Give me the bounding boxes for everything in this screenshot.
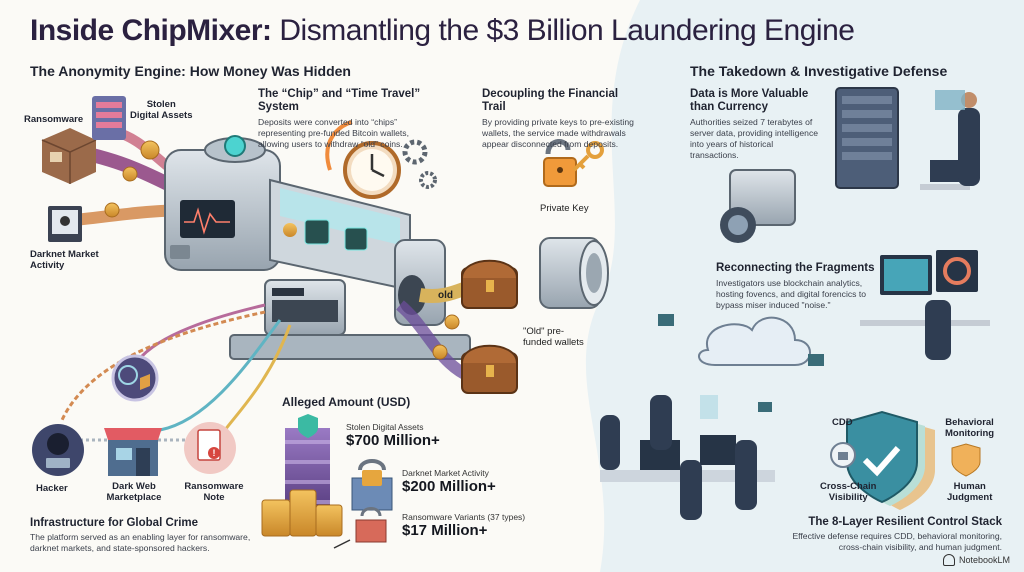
globe-icon <box>111 354 159 402</box>
marketplace-label: Dark Web Marketplace <box>106 481 162 503</box>
cdd-badge-icon <box>830 442 856 468</box>
notebooklm-logo-icon <box>942 554 955 566</box>
reconnecting-heading: Reconnecting the Fragments <box>716 262 875 274</box>
amount-label: Darknet Market Activity <box>402 468 489 478</box>
amount-item-0: Stolen Digital Assets $700 Million+ <box>346 422 440 449</box>
old-wallets-label: "Old" pre- funded wallets <box>523 326 584 349</box>
time-travel-clock-icon <box>325 120 437 199</box>
amount-label: Ransomware Variants (37 types) <box>402 512 526 522</box>
darknet-monitor-icon <box>48 202 120 242</box>
amount-value: $200 Million+ <box>402 478 496 495</box>
analytics-workstation-icon <box>860 250 990 360</box>
cross-chain-label: Cross-Chain Visibility <box>820 481 877 503</box>
control-stack-heading: The 8-Layer Resilient Control Stack <box>808 516 1002 528</box>
wallet-lens-icon <box>539 237 609 309</box>
behavioral-label: Behavioral Monitoring <box>945 417 995 439</box>
title-rest: Dismantling the $3 Billion Laundering En… <box>271 14 855 47</box>
chip-system-body: Deposits were converted into “chips” rep… <box>258 117 409 149</box>
amount-value: $17 Million+ <box>402 522 488 539</box>
padlock-key-icon <box>543 139 604 187</box>
stolen-assets-server-icon <box>92 96 160 182</box>
gold-coin-stacks <box>261 489 343 537</box>
brand-label: NotebookLM <box>958 555 1010 565</box>
page-title: Inside ChipMixer: Dismantling the $3 Bil… <box>30 14 855 48</box>
decoupling-heading: Decoupling the Financial Trail <box>482 88 619 114</box>
cdd-label: CDD <box>832 417 853 428</box>
notebooklm-brand: NotebookLM <box>942 554 1010 566</box>
amount-item-1: Darknet Market Activity $200 Million+ <box>402 468 496 495</box>
anonymity-engine-heading: The Anonymity Engine: How Money Was Hidd… <box>30 63 351 79</box>
control-stack-body: Effective defense requires CDD, behavior… <box>792 531 1002 552</box>
hard-drive-device-icon <box>720 169 796 243</box>
investigator-desk-icon <box>920 90 980 190</box>
data-value-heading: Data is More Valuable than Currency <box>690 88 809 114</box>
amount-label: Stolen Digital Assets <box>346 422 424 432</box>
infrastructure-heading: Infrastructure for Global Crime <box>30 517 199 529</box>
title-bold: Inside ChipMixer: <box>30 14 272 47</box>
human-judgment-badge-icon <box>951 443 981 477</box>
decoupling-block: Decoupling the Financial Trail By provid… <box>482 88 642 150</box>
control-stack-block: The 8-Layer Resilient Control Stack Effe… <box>790 516 1002 553</box>
takedown-heading: The Takedown & Investigative Defense <box>690 63 948 79</box>
mixer-machine <box>164 135 471 360</box>
control-stack-shield-icon <box>846 410 935 510</box>
seized-server-rack-icon <box>835 87 899 189</box>
human-judgment-label: Human Judgment <box>947 481 993 503</box>
alleged-amount-heading: Alleged Amount (USD) <box>282 395 411 409</box>
data-value-body: Authorities seized 7 terabytes of server… <box>690 117 819 160</box>
reconnecting-block: Reconnecting the Fragments Investigators… <box>716 262 876 310</box>
infrastructure-block: Infrastructure for Global Crime The plat… <box>30 517 270 554</box>
darknet-activity-block <box>351 459 393 511</box>
old-tag: old <box>438 290 453 301</box>
hacker-icon <box>32 424 84 476</box>
private-key-label: Private Key <box>540 203 589 214</box>
reconnecting-body: Investigators use blockchain analytics, … <box>716 278 867 310</box>
hacker-label: Hacker <box>36 483 68 494</box>
darknet-label: Darknet Market Activity <box>30 249 99 271</box>
stolen-assets-label: Stolen Digital Assets <box>130 99 193 121</box>
ransomware-label: Ransomware <box>24 114 84 125</box>
svg-text:!: ! <box>213 448 216 458</box>
ransomware-note-icon: ! <box>184 422 236 474</box>
command-center-icon <box>600 395 775 520</box>
chip-system-heading: The “Chip” and “Time Travel” System <box>258 88 421 114</box>
decoupling-body: By providing private keys to pre-existin… <box>482 117 634 149</box>
treasure-chest-icon-2 <box>461 344 518 394</box>
data-cloud-icon <box>658 314 824 366</box>
amount-value: $700 Million+ <box>346 432 440 449</box>
chip-system-block: The “Chip” and “Time Travel” System Depo… <box>258 88 458 150</box>
actor-flow-lines <box>60 303 292 442</box>
treasure-chest-icon <box>461 259 518 309</box>
amount-item-2: Ransomware Variants (37 types) $17 Milli… <box>402 512 525 539</box>
infrastructure-body: The platform served as an enabling layer… <box>30 532 251 553</box>
ransomware-box-icon <box>41 128 97 184</box>
ransomware-note-label: Ransomware Note <box>184 481 244 503</box>
marketplace-icon <box>104 428 162 476</box>
data-value-block: Data is More Valuable than Currency Auth… <box>690 88 820 160</box>
ransomware-variant-block <box>333 507 387 549</box>
